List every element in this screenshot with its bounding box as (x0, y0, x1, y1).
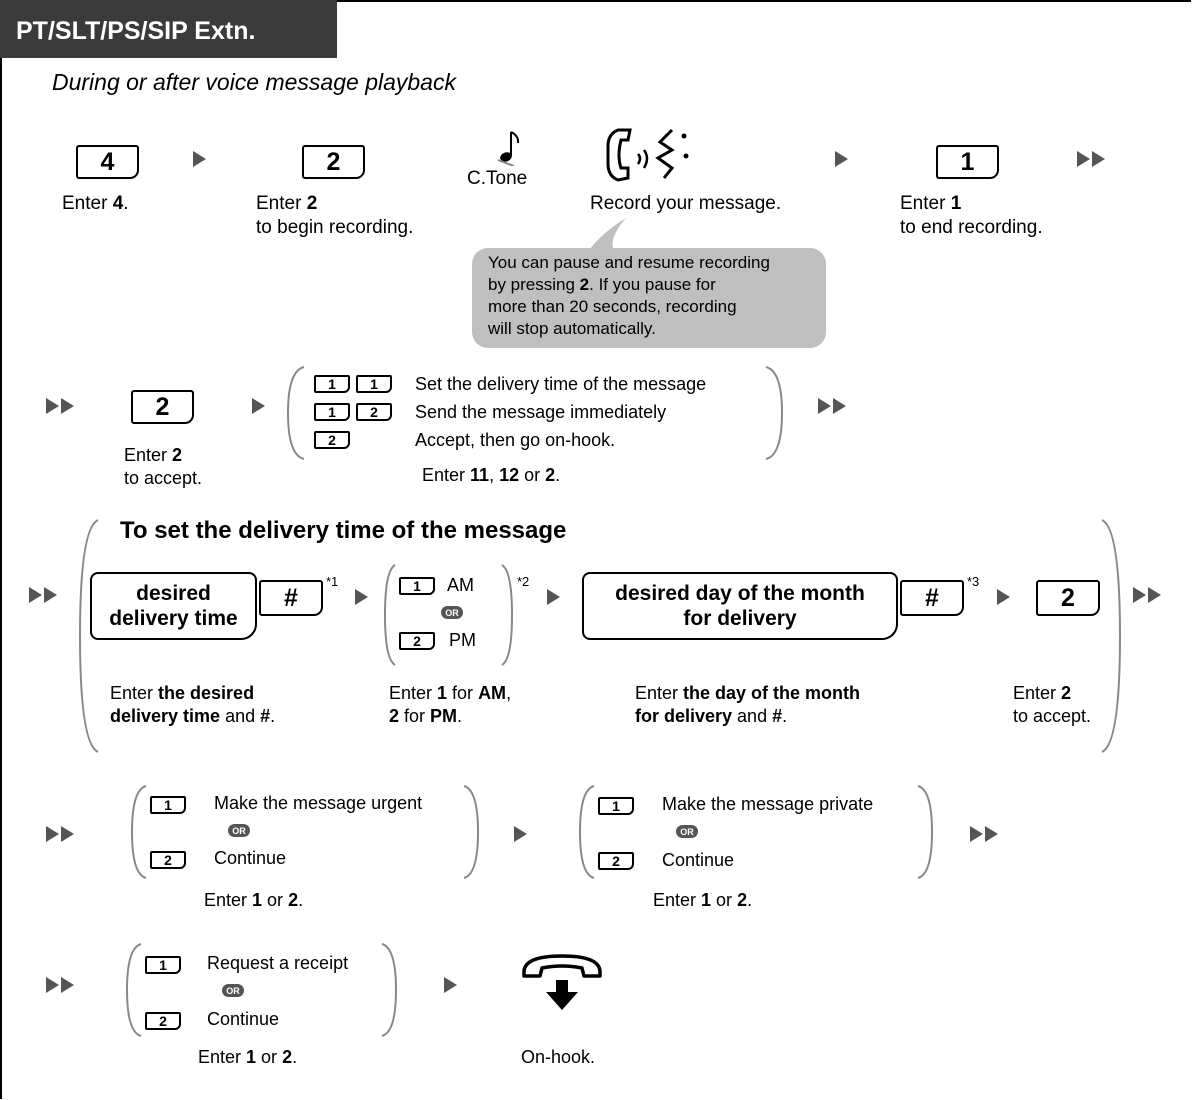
arrow-icon (193, 151, 206, 167)
option-key: 1 (314, 403, 350, 421)
option-key: 1 (356, 375, 392, 393)
receipt-key-1: 1 (145, 956, 181, 974)
hash-key: # (900, 580, 964, 616)
step1-desc: Enter 4. (62, 193, 129, 214)
private-desc: Enter 1 or 2. (653, 890, 753, 910)
right-paren (765, 366, 784, 460)
key-2-accept-delivery: 2 (1036, 580, 1100, 616)
bubble-pointer (588, 218, 626, 252)
key-2-accept: 2 (131, 390, 194, 424)
arrow-icon (835, 151, 848, 167)
private-key-2: 2 (598, 852, 634, 870)
option-accept-onhook: Accept, then go on-hook. (415, 430, 616, 450)
urgent-key-2: 2 (150, 851, 186, 869)
key-2-record: 2 (302, 145, 365, 179)
right-paren (381, 943, 398, 1037)
am-pm-desc: Enter 1 for AM,2 for PM. (389, 683, 512, 726)
music-note-icon (497, 131, 520, 166)
right-paren (1101, 519, 1122, 753)
left-paren (130, 785, 147, 879)
receipt-desc: Enter 1 or 2. (198, 1047, 298, 1067)
note-3: *3 (967, 574, 980, 589)
private-option: Make the message private (662, 794, 874, 814)
urgent-option: Make the message urgent (214, 793, 423, 813)
or-badge: OR (441, 606, 463, 619)
receipt-key-2: 2 (145, 1012, 181, 1030)
left-paren (78, 519, 99, 753)
continue-arrow-icon (46, 398, 80, 414)
continue-arrow-icon (46, 977, 80, 993)
continue-arrow-icon (1077, 151, 1111, 167)
header-title: PT/SLT/PS/SIP Extn. (0, 0, 337, 58)
left-paren (578, 785, 595, 879)
delivery-title: To set the delivery time of the message (120, 517, 567, 544)
arrow-icon (514, 826, 527, 842)
receipt-continue: Continue (207, 1009, 280, 1029)
pm-key: 2 (399, 632, 435, 650)
onhook-desc: On-hook. (521, 1047, 596, 1067)
continue-arrow-icon (29, 587, 63, 603)
right-paren (501, 564, 514, 666)
option-set-delivery: Set the delivery time of the message (415, 374, 707, 394)
pause-tip-bubble: You can pause and resume recording by pr… (472, 248, 826, 348)
private-continue: Continue (662, 850, 735, 870)
ctone-label: C.Tone (467, 168, 528, 189)
receipt-option: Request a receipt (207, 953, 349, 973)
key-4: 4 (76, 145, 139, 179)
private-key-1: 1 (598, 797, 634, 815)
left-paren (383, 564, 396, 666)
continue-arrow-icon (1133, 587, 1167, 603)
right-paren (463, 785, 480, 879)
option-send-now: Send the message immediately (415, 402, 667, 422)
arrow-icon (997, 589, 1010, 605)
subtitle: During or after voice message playback (52, 69, 456, 95)
right-paren (917, 785, 934, 879)
row2-enter-desc: Enter 11, 12 or 2. (422, 465, 561, 485)
option-key: 1 (314, 375, 350, 393)
record-desc: Record your message. (590, 193, 782, 214)
continue-arrow-icon (46, 826, 80, 842)
continue-arrow-icon (818, 398, 852, 414)
left-paren (125, 943, 142, 1037)
option-key: 2 (356, 403, 392, 421)
am-key: 1 (399, 577, 435, 595)
on-hook-icon (522, 954, 602, 1010)
handset-talking-icon (606, 128, 689, 182)
arrow-icon (547, 589, 560, 605)
hash-key: # (259, 580, 323, 616)
continue-arrow-icon (970, 826, 1004, 842)
urgent-desc: Enter 1 or 2. (204, 890, 304, 910)
key-1-end: 1 (936, 145, 999, 179)
urgent-continue: Continue (214, 848, 287, 868)
arrow-icon (355, 589, 368, 605)
or-badge: OR (228, 824, 250, 837)
note-1: *1 (326, 574, 339, 589)
note-2: *2 (517, 574, 530, 589)
urgent-key-1: 1 (150, 796, 186, 814)
pm-label: PM (449, 630, 476, 650)
arrow-icon (444, 977, 457, 993)
arrow-icon (252, 398, 265, 414)
left-paren (286, 366, 305, 460)
or-badge: OR (222, 984, 244, 997)
option-key: 2 (314, 431, 350, 449)
or-badge: OR (676, 825, 698, 838)
am-label: AM (447, 575, 474, 595)
